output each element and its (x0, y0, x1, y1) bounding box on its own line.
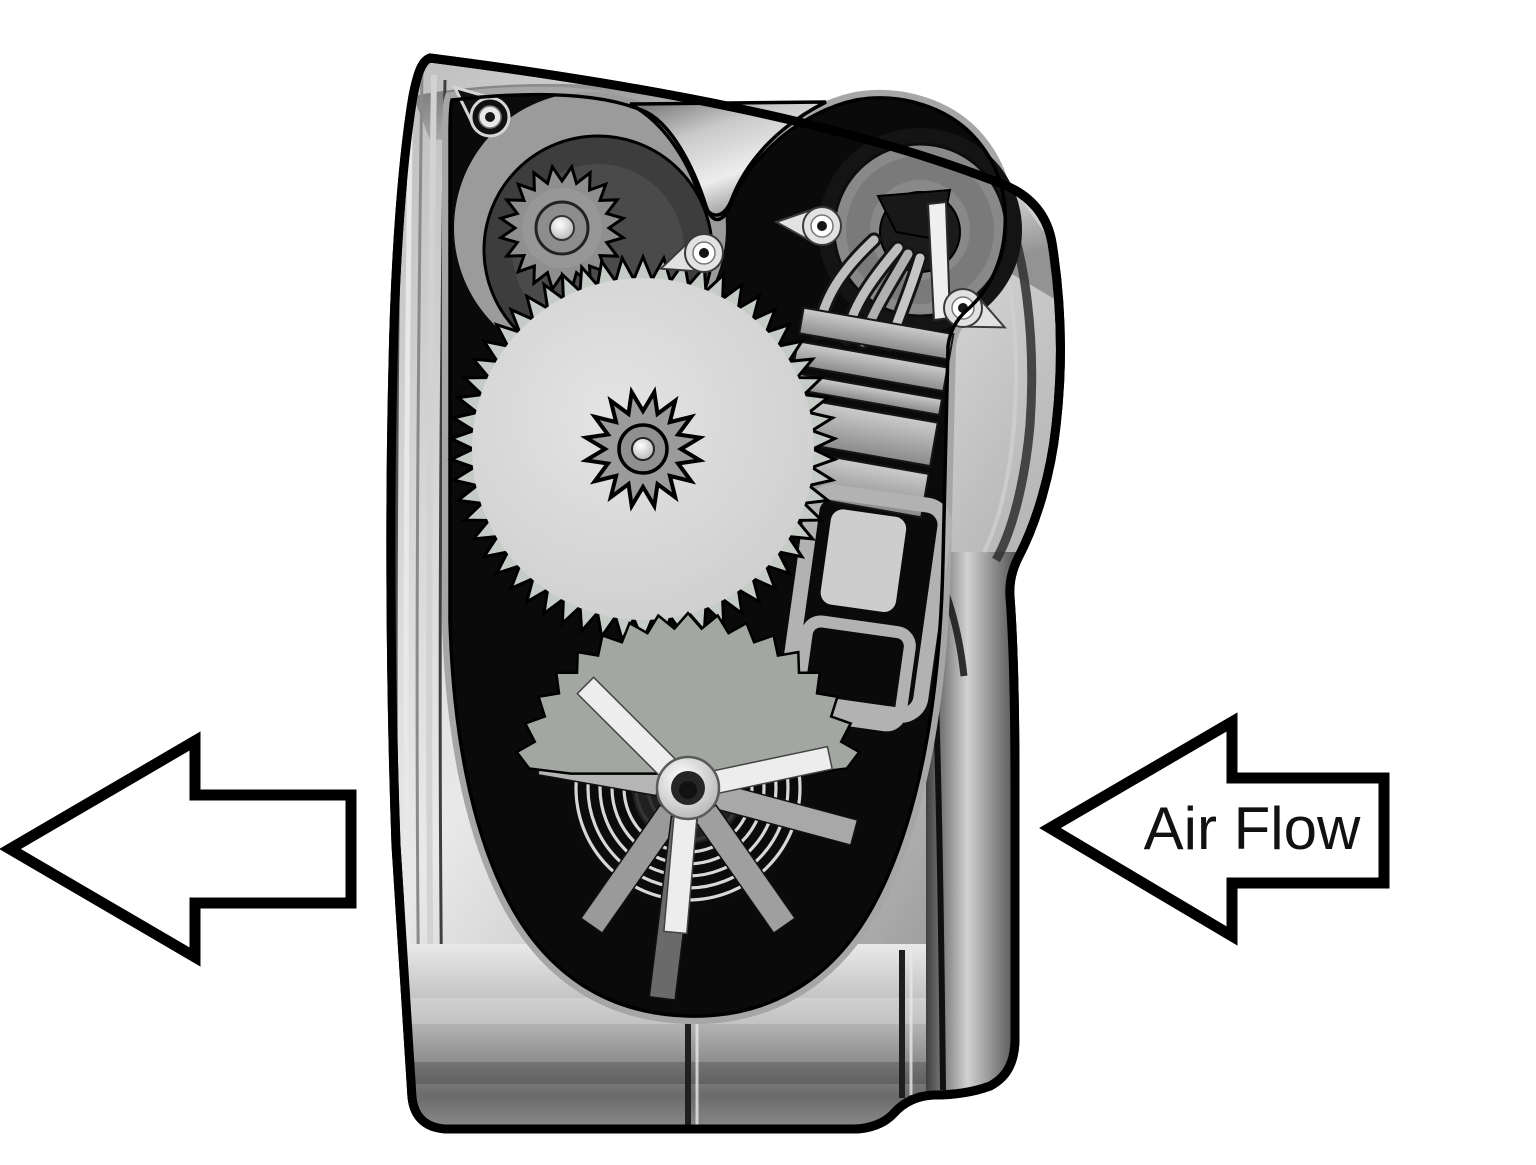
screw-hole (485, 112, 495, 122)
pot-ring-shade (846, 156, 994, 304)
frame-windows (780, 484, 953, 732)
screw-hole (699, 248, 709, 258)
outlet-flow-arrow (0, 731, 357, 967)
pinion-axle (631, 437, 655, 461)
spring-damper-assembly (514, 611, 862, 1001)
frame-window-patch (820, 509, 907, 612)
spring-hub-hole-center (679, 781, 697, 799)
screw-boss (658, 233, 724, 273)
resistor-bar (798, 306, 955, 361)
sector-gear (514, 611, 862, 775)
screw-hole (817, 221, 827, 231)
main-gear-assembly (447, 253, 839, 645)
housing-wedge (629, 100, 827, 217)
housing-outline (386, 53, 1066, 1134)
potentiometer-assembly (810, 128, 1022, 352)
airflow-arrow: Air Flow (1039, 712, 1390, 946)
chamber-edge (448, 92, 1008, 1018)
frame-window-outer (780, 484, 953, 723)
frame-window-inner (791, 615, 916, 732)
airflow-arrow-shape (1039, 712, 1390, 946)
spring-spokes (576, 676, 834, 935)
screw-boss (773, 206, 842, 246)
screw-boss (943, 288, 1007, 329)
airflow-label: Air Flow (1144, 795, 1361, 862)
screw-bosses (451, 85, 1007, 329)
idler-axle (549, 215, 575, 241)
mechanism (447, 85, 1022, 1001)
